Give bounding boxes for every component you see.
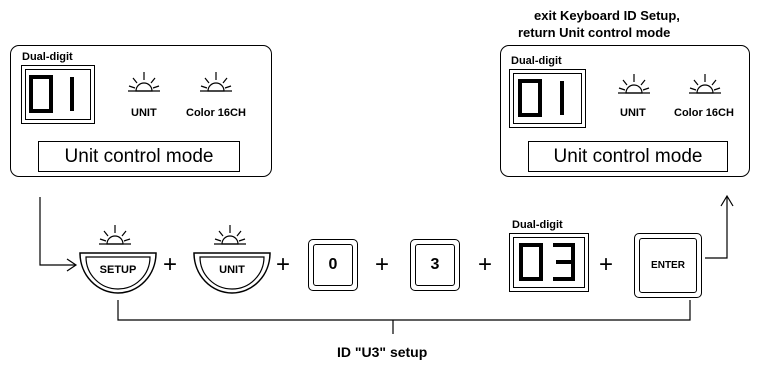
exit-note-line2: return Unit control mode xyxy=(518,25,671,40)
enter-button-label: ENTER xyxy=(639,238,697,293)
left-color-led-label: Color 16CH xyxy=(186,107,246,119)
sequence-dual-digit-label: Dual-digit xyxy=(512,219,563,231)
plus-sign-5: + xyxy=(599,251,614,278)
left-unit-led-label: UNIT xyxy=(131,107,157,119)
right-mode-box: Unit control mode xyxy=(528,141,728,172)
right-color-led-label: Color 16CH xyxy=(674,107,734,119)
left-mode-box: Unit control mode xyxy=(38,141,240,172)
plus-sign-3: + xyxy=(375,251,390,278)
plus-sign-1: + xyxy=(163,251,178,278)
key-0-label: 0 xyxy=(313,244,353,286)
key-3-label: 3 xyxy=(415,244,455,286)
exit-note-line1: exit Keyboard ID Setup, xyxy=(534,8,680,23)
left-status-panel xyxy=(10,45,272,177)
left-dual-digit-label: Dual-digit xyxy=(22,51,73,63)
plus-sign-2: + xyxy=(276,251,291,278)
setup-button-label: SETUP xyxy=(99,264,137,276)
unit-button-label: UNIT xyxy=(219,264,245,276)
right-dual-digit-label: Dual-digit xyxy=(511,55,562,67)
left-dual-digit-display xyxy=(21,65,95,124)
sequence-dual-digit-display xyxy=(509,233,589,292)
right-dual-digit-display xyxy=(509,69,586,128)
setup-button[interactable]: SETUP xyxy=(79,251,157,295)
unit-button[interactable]: UNIT xyxy=(193,251,271,295)
key-3-button[interactable]: 3 xyxy=(410,239,460,291)
enter-button[interactable]: ENTER xyxy=(634,233,702,298)
right-unit-led-label: UNIT xyxy=(620,107,646,119)
key-0-button[interactable]: 0 xyxy=(308,239,358,291)
right-status-panel xyxy=(500,45,750,177)
plus-sign-4: + xyxy=(478,251,493,278)
setup-caption: ID "U3" setup xyxy=(337,344,428,360)
